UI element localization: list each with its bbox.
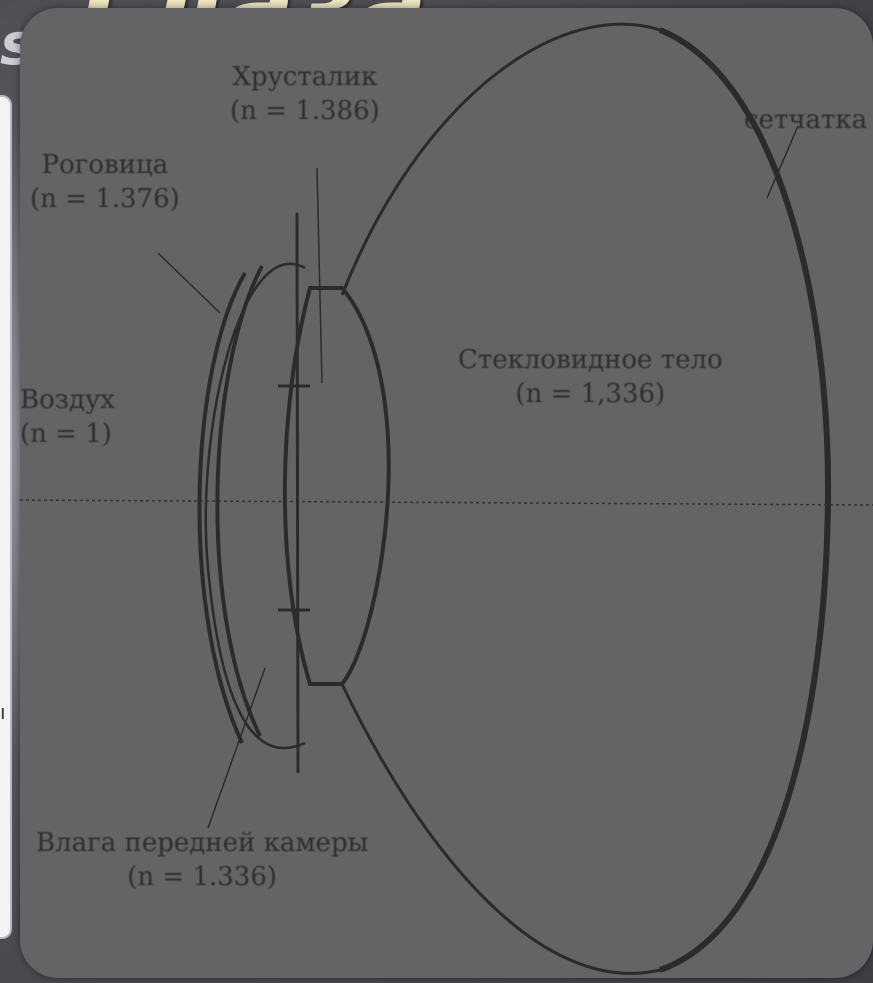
label-retina-name: сетчатка xyxy=(744,105,868,135)
label-vitreous: Стекловидное тело (n = 1,336) xyxy=(458,343,723,411)
leader-retina xyxy=(766,125,799,199)
left-panel-glyph: ı xyxy=(0,700,6,724)
eye-diagram xyxy=(20,22,873,975)
label-aqueous-name: Влага передней камеры xyxy=(36,828,369,858)
label-lens: Хрусталик (n = 1.386) xyxy=(230,60,380,128)
eye-diagram-panel: Хрусталик (n = 1.386) сетчатка Роговица … xyxy=(20,8,873,978)
leader-cornea xyxy=(157,252,221,314)
label-lens-name: Хрусталик xyxy=(232,62,378,92)
label-cornea-name: Роговица xyxy=(41,150,169,180)
label-air: Воздух (n = 1) xyxy=(20,383,115,451)
label-cornea-index: (n = 1.376) xyxy=(30,184,180,214)
label-retina: сетчатка xyxy=(744,103,867,137)
leader-lens xyxy=(316,167,323,384)
label-vitreous-index: (n = 1,336) xyxy=(515,379,666,409)
label-lens-index: (n = 1.386) xyxy=(230,96,380,126)
label-vitreous-name: Стекловидное тело xyxy=(458,345,723,375)
label-air-name: Воздух xyxy=(20,385,115,415)
eyeball-outline xyxy=(340,22,830,975)
label-air-index: (n = 1) xyxy=(20,419,112,449)
cornea-outer xyxy=(197,271,247,744)
label-cornea: Роговица (n = 1.376) xyxy=(30,148,180,216)
anterior-chamber xyxy=(204,262,306,750)
iris-line xyxy=(295,212,300,774)
label-aqueous: Влага передней камеры (n = 1.336) xyxy=(36,826,368,894)
left-text-panel xyxy=(0,95,12,939)
optical-axis xyxy=(20,499,873,506)
label-aqueous-index: (n = 1.336) xyxy=(127,862,278,892)
retina-thick-arc xyxy=(658,27,832,973)
leader-aqueous xyxy=(207,667,266,829)
lens-shape xyxy=(282,286,391,686)
